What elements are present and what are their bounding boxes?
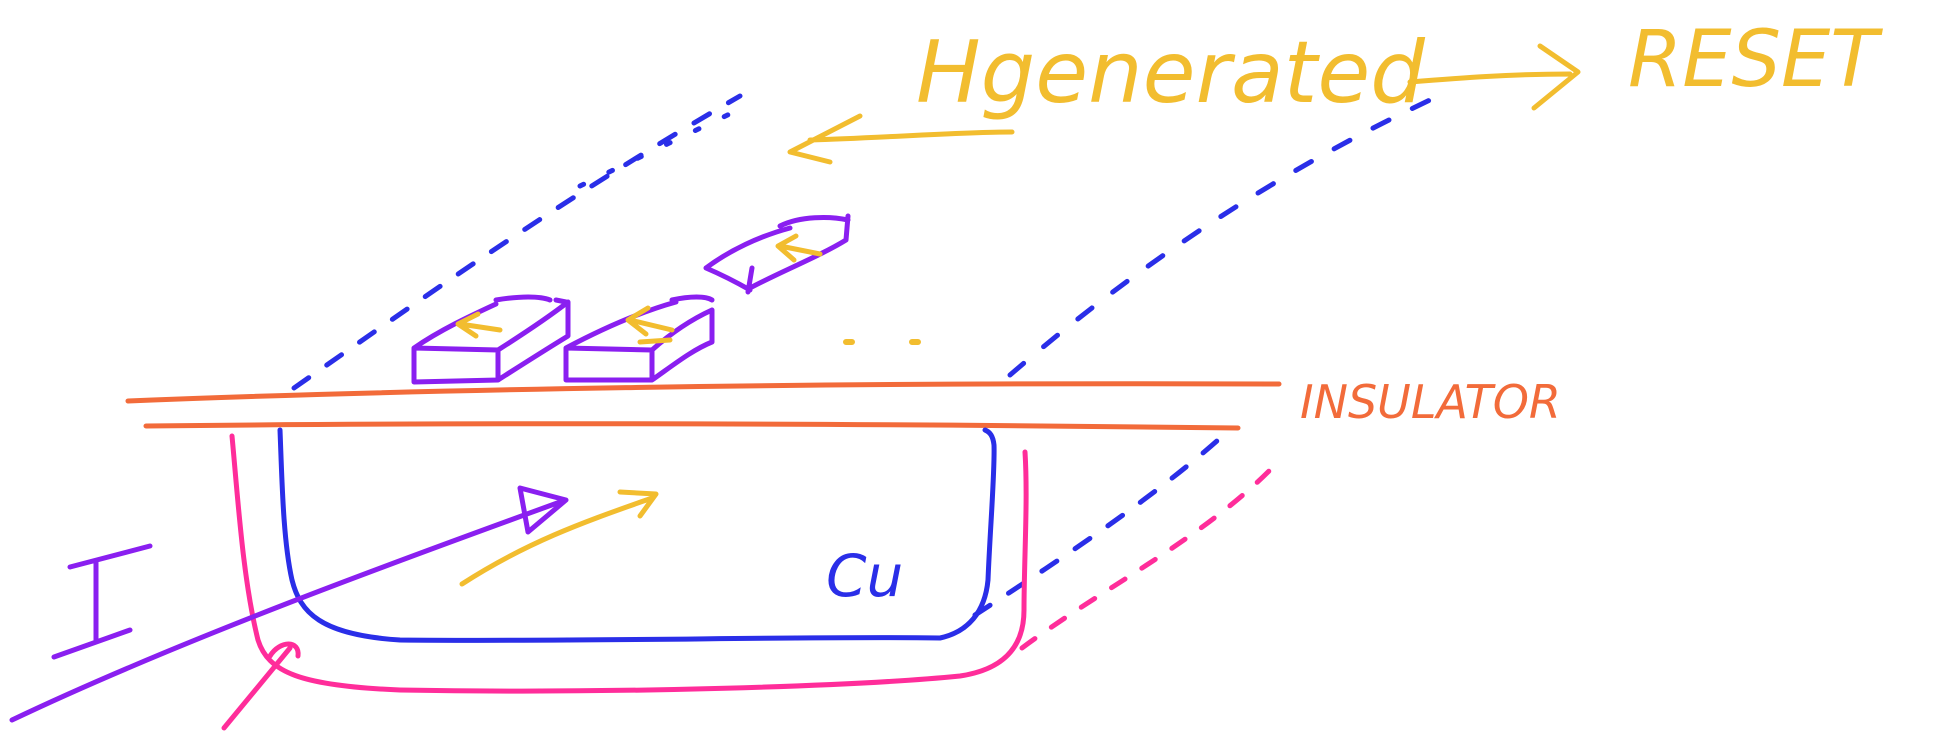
spin-current-arrow [459,489,659,587]
magnet-2 [563,294,715,383]
back-left-dashed-edge [291,93,743,391]
substrate-pointer-arrow [221,645,293,731]
magnetization-arrows [455,233,933,345]
substrate [221,433,1273,731]
substrate-outline [229,433,1029,694]
generated-field-label: Hgenerated [916,23,1425,123]
cu-conductor-outline [277,427,997,643]
spin-current-line [459,495,655,587]
magnetization-arrow-3 [775,233,823,263]
insulator-top-line [125,381,1282,404]
back-dots [577,107,741,189]
insulator-label: INSULATOR [1300,375,1561,429]
current-arrow [9,485,569,723]
generated-left-arrow [787,113,1015,165]
magnet-3 [703,213,851,295]
insulator-bottom-line [143,421,1241,431]
magnetic-elements [411,213,851,385]
magnet-1 [411,294,571,385]
front-right-dashed-edge [972,437,1221,618]
reset-label: RESET [1628,15,1883,105]
cu-conductor [277,93,1433,643]
substrate-dashed-edge [1019,467,1273,651]
insulator-layer [125,381,1282,431]
magnetization-arrow-2 [625,305,675,345]
reset-right-arrow [1407,43,1581,111]
field-annotation [787,43,1581,165]
substrate-pointer-curl [267,641,301,659]
back-dots-row [577,107,741,189]
current-arrowhead [517,485,569,535]
cu-label: Cu [826,542,903,610]
spin-current-head [617,489,659,519]
current-symbol-glyph [51,543,153,660]
back-right-dashed-edge [1007,97,1433,378]
current-line [9,499,563,723]
magnetization-arrow-1 [455,311,503,339]
